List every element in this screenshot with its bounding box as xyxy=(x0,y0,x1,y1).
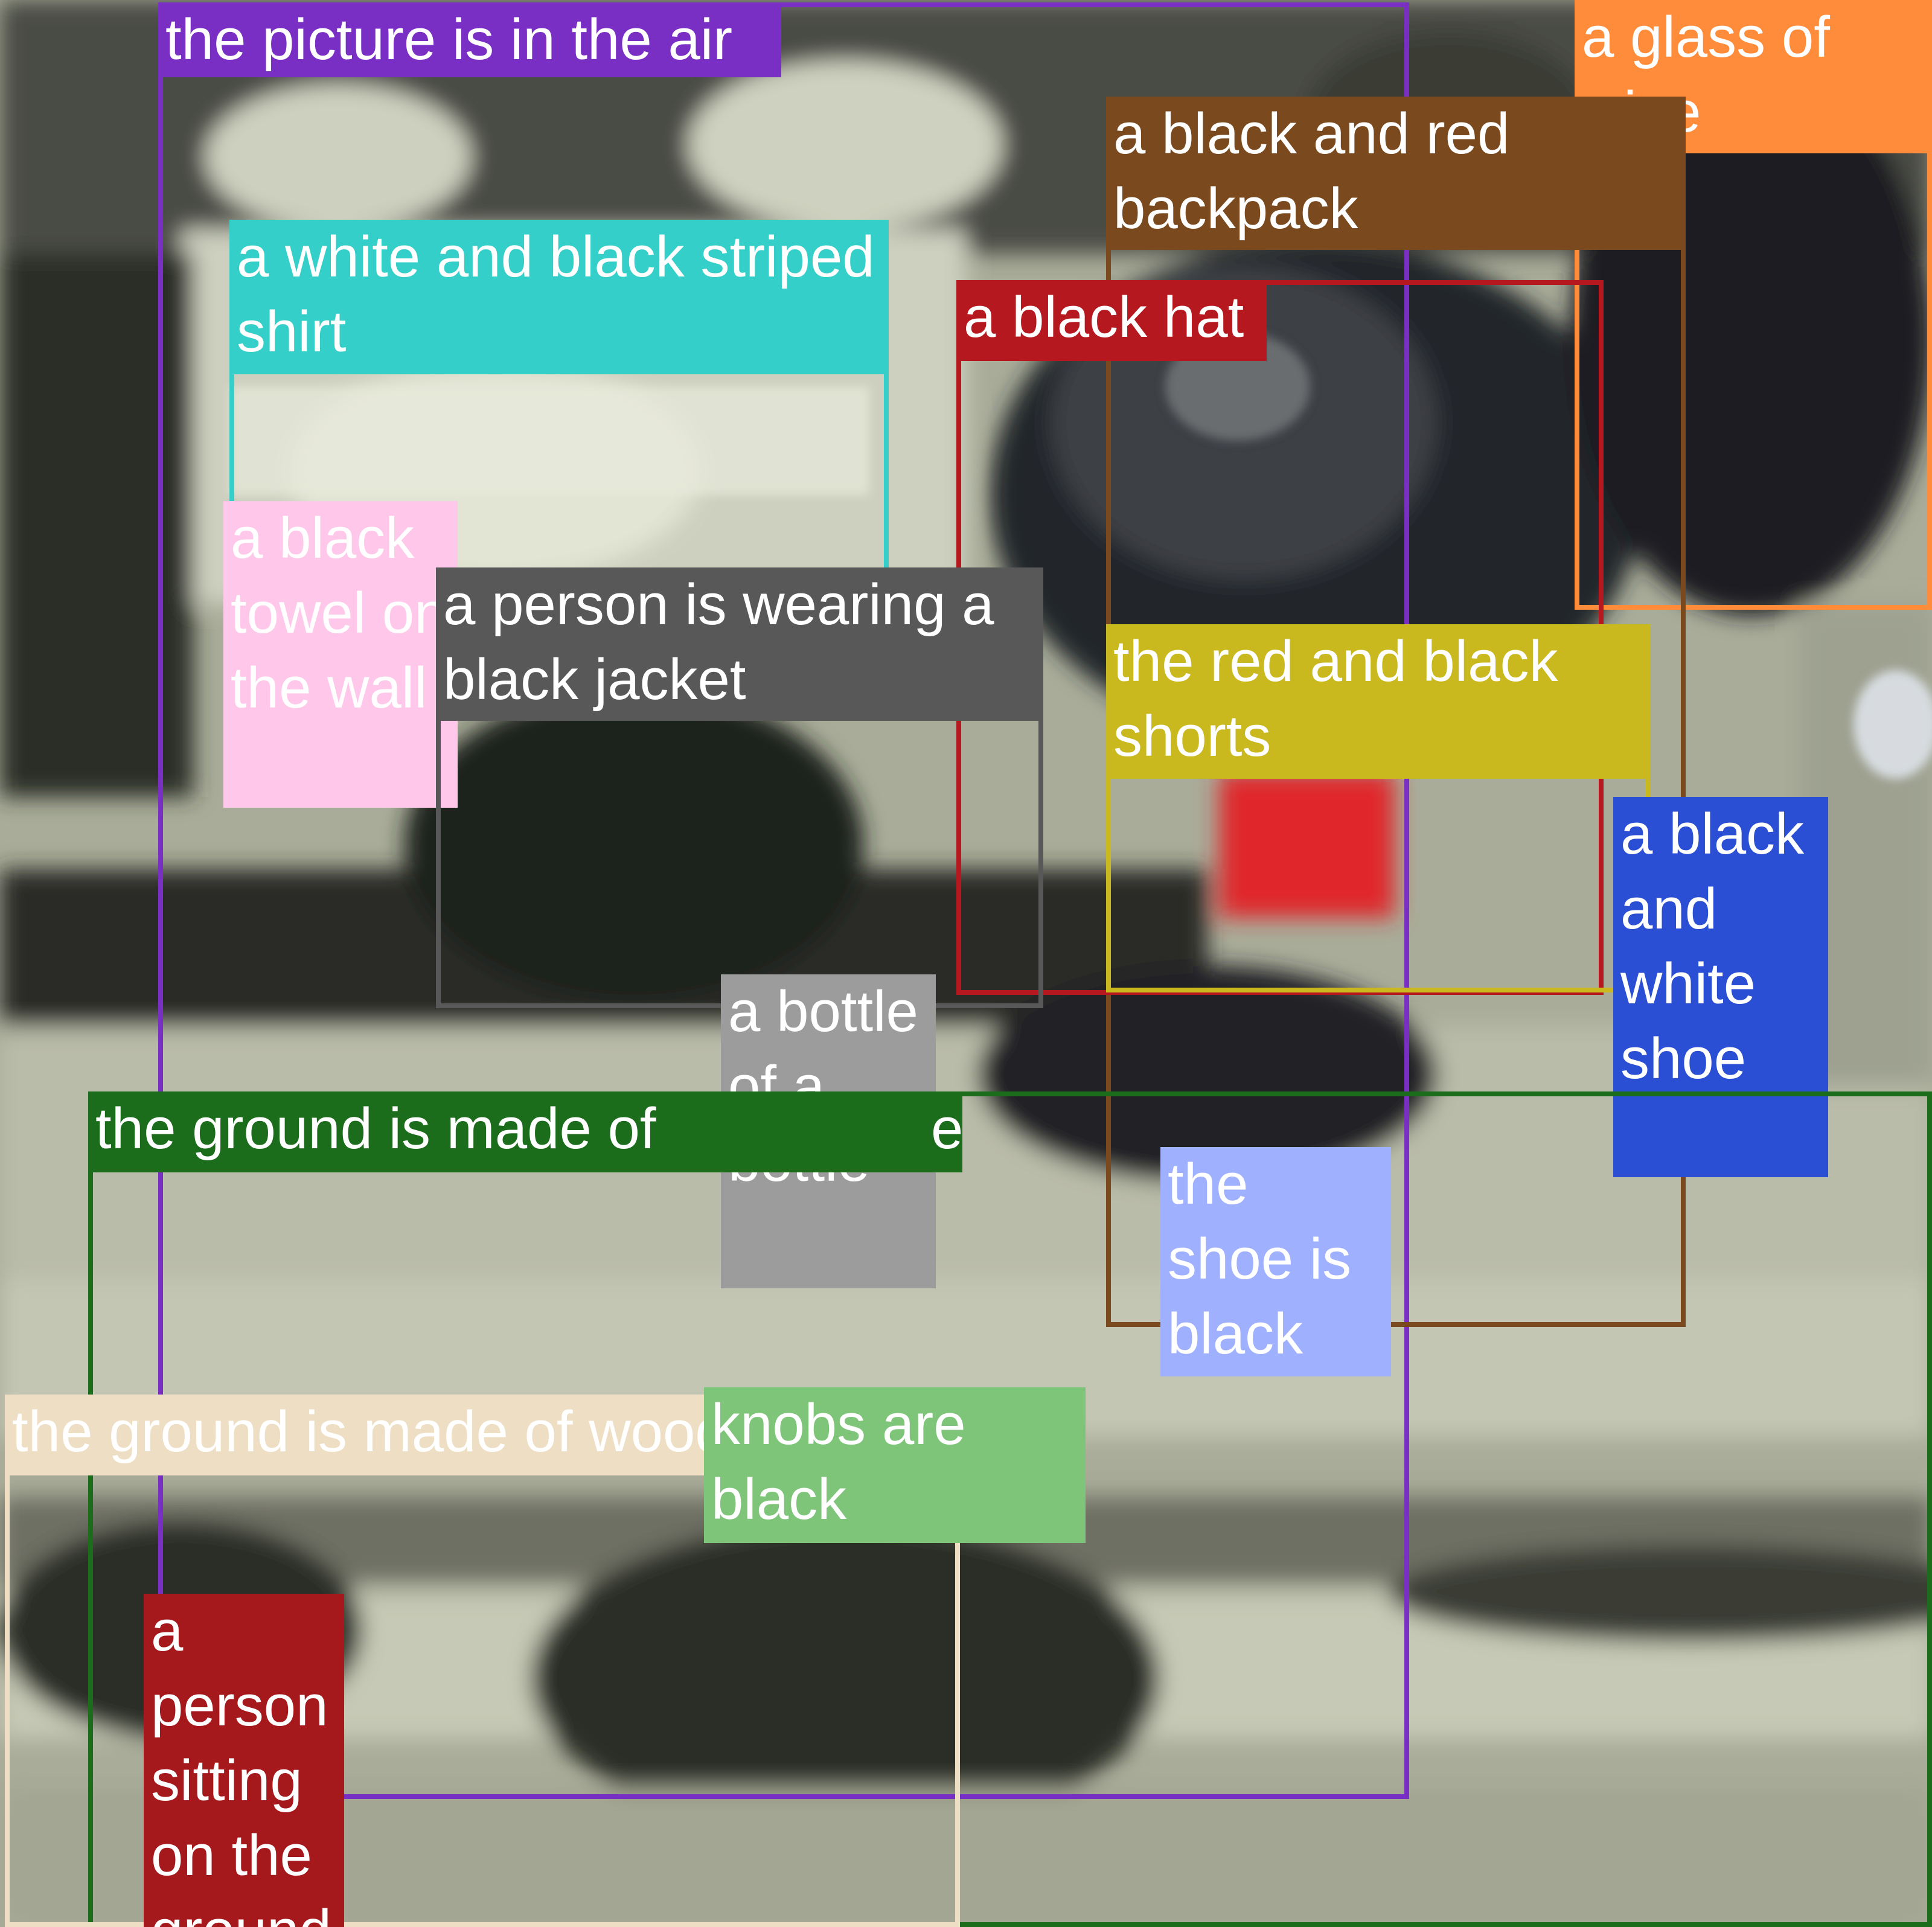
annotation-label-hat: a black hat xyxy=(956,280,1267,361)
annotation-label-air: the picture is in the air xyxy=(158,2,781,77)
annotation-label-ground-green: the ground is made of xyxy=(88,1091,962,1172)
annotation-label-towel: a black towel on the wall xyxy=(223,501,458,808)
annotation-label-tail-ground-green: e xyxy=(931,1091,962,1172)
annotation-label-sitting: a person sitting on the ground xyxy=(144,1594,344,1927)
annotation-label-backpack: a black and red backpack xyxy=(1106,97,1682,250)
annotation-box-air xyxy=(158,2,1409,1799)
annotation-label-shorts: the red and black shorts xyxy=(1106,624,1651,779)
annotation-box-ground-green xyxy=(88,1091,1932,1927)
annotation-label-shirt: a white and black striped shirt xyxy=(229,220,889,374)
annotation-label-ground-wood: the ground is made of wood xyxy=(5,1395,785,1475)
annotation-label-shoe-black: the shoe is black xyxy=(1160,1147,1391,1376)
annotation-label-knobs: knobs are black xyxy=(704,1387,1086,1543)
annotation-label-jacket: a person is wearing a black jacket xyxy=(436,567,1043,721)
annotation-label-shoe-bw: a black and white shoe xyxy=(1613,797,1828,1177)
